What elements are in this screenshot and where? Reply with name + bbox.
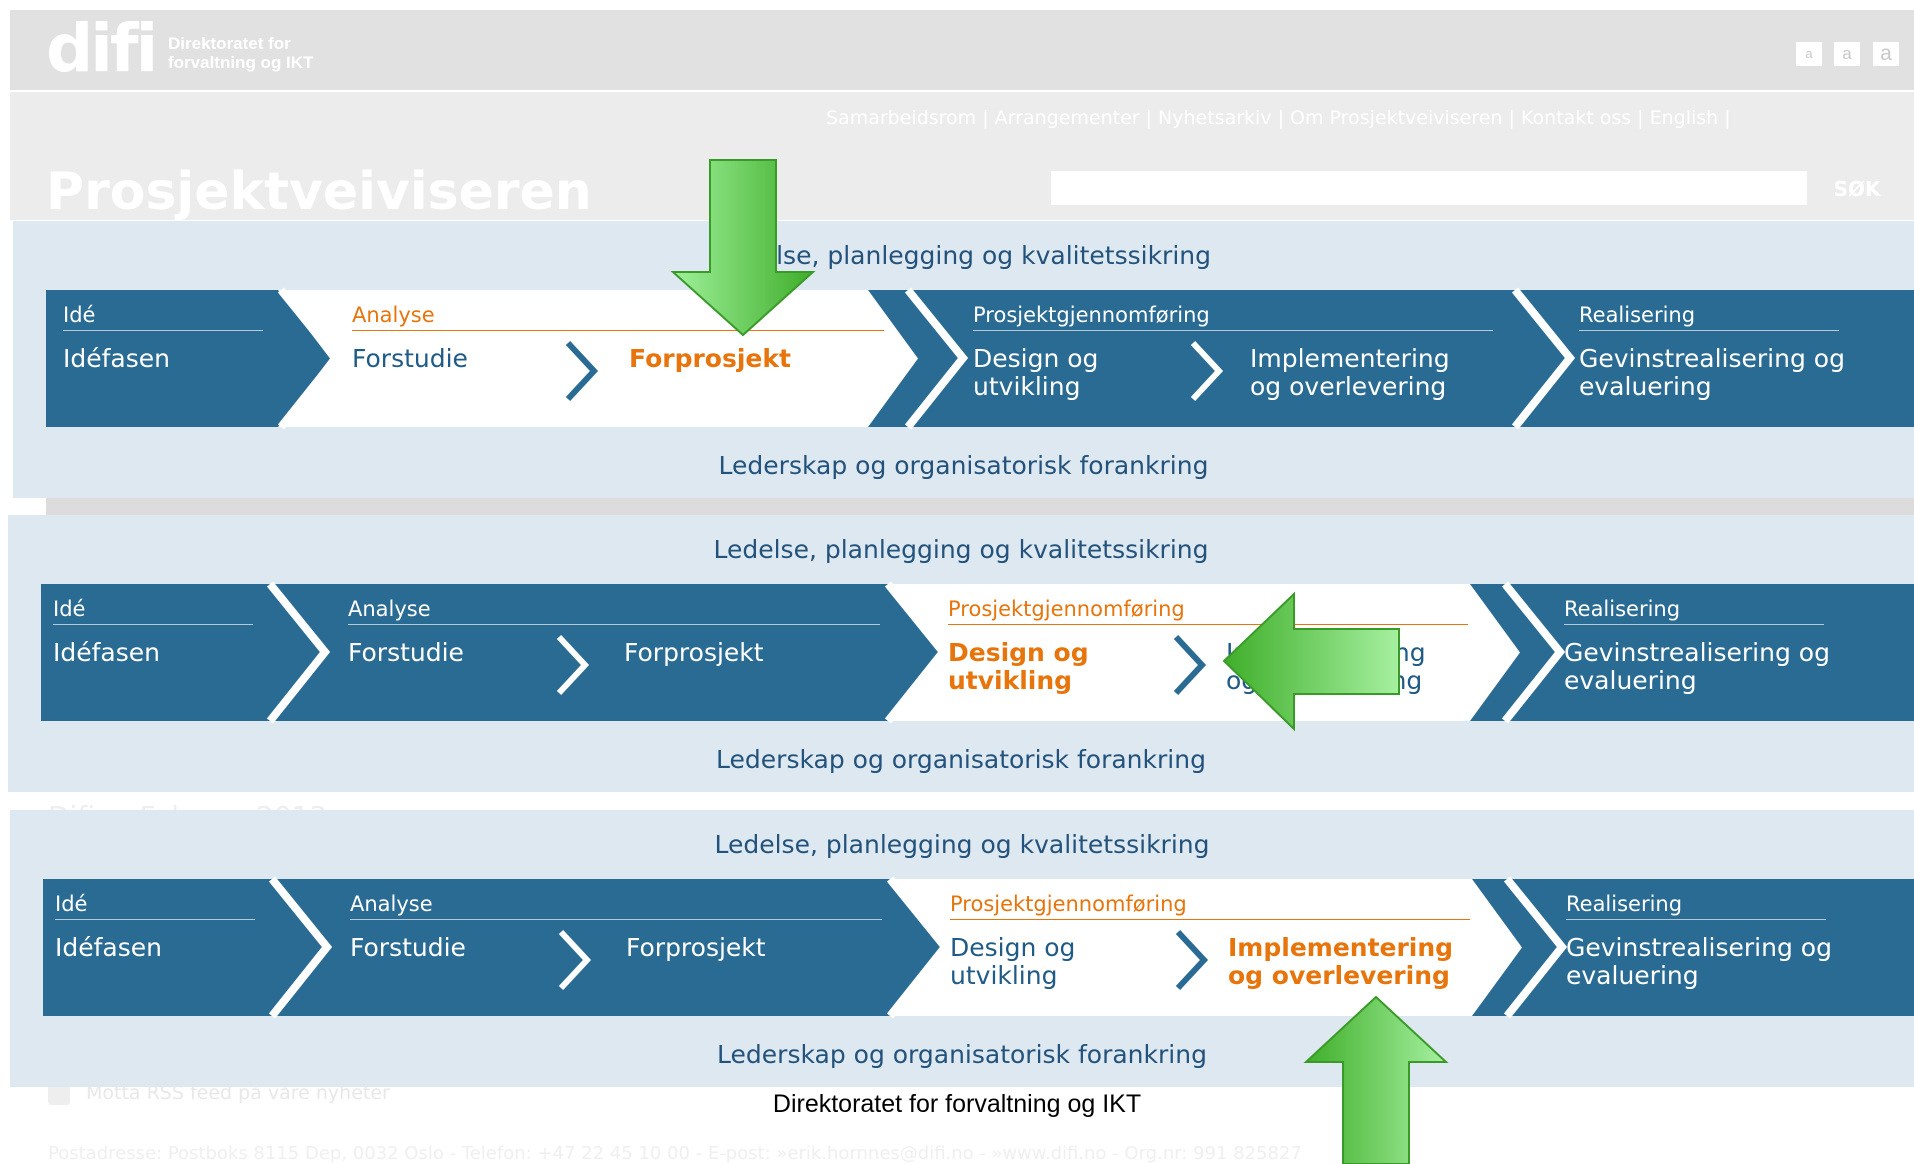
phase-title-analyse[interactable]: Analyse: [350, 892, 433, 916]
phase-rule: [950, 919, 1470, 920]
phase-rule: [348, 624, 880, 625]
step-forprosjekt[interactable]: Forprosjekt: [629, 344, 791, 373]
chevron-right-icon: [1190, 340, 1224, 402]
step-forstudie[interactable]: Forstudie: [348, 638, 464, 667]
site-title: Prosjektveiviseren: [46, 162, 592, 222]
green-arrow-left-icon: [1222, 591, 1400, 732]
step-implementering-og-overlevering[interactable]: Implementering og overlevering: [1250, 344, 1450, 401]
difi-logo[interactable]: difi: [46, 10, 158, 87]
rss-link[interactable]: Motta RSS feed på våre nyheter: [86, 1082, 390, 1104]
search-button[interactable]: SØK: [1812, 170, 1902, 208]
footer-organization: Direktoratet for forvaltning og IKT: [772, 1090, 1142, 1118]
phase-rule: [1566, 919, 1826, 920]
font-size-medium-button[interactable]: a: [1834, 42, 1860, 66]
chevron-right-icon: [1175, 929, 1209, 991]
chevron-right-icon: [277, 287, 342, 430]
chevron-right-icon: [565, 340, 599, 402]
phase-diagram: Ledelse, planlegging og kvalitetssikring…: [13, 221, 1914, 498]
phase-title-prosjektgjennomforing[interactable]: Prosjektgjennomføring: [973, 303, 1210, 327]
top-caption: Ledelse, planlegging og kvalitetssikring: [713, 535, 1209, 564]
phase-rule: [63, 330, 263, 331]
chevron-right-icon: [904, 287, 969, 430]
phase-title-realisering[interactable]: Realisering: [1579, 303, 1696, 327]
logo-subtitle-line2: forvaltning og IKT: [168, 53, 314, 72]
rss-icon[interactable]: [48, 1083, 70, 1105]
step-design-og-utvikling[interactable]: Design og utvikling: [948, 638, 1089, 695]
phase-rule: [948, 624, 1468, 625]
chevron-right-icon: [266, 581, 331, 724]
step-gevinstrealisering[interactable]: Gevinstrealisering og evaluering: [1564, 638, 1830, 695]
phase-rule: [352, 330, 884, 331]
phase-title-prosjektgjennomforing[interactable]: Prosjektgjennomføring: [950, 892, 1187, 916]
phase-title-ide[interactable]: Idé: [55, 892, 88, 916]
step-design-og-utvikling[interactable]: Design og utvikling: [973, 344, 1099, 401]
chevron-right-icon: [1503, 876, 1568, 1019]
chevron-right-icon: [1501, 581, 1566, 724]
step-idefasen[interactable]: Idéfasen: [53, 638, 160, 667]
search-input[interactable]: [1051, 171, 1807, 205]
active-phase-highlight: [278, 290, 918, 427]
font-size-small-button[interactable]: a: [1796, 42, 1822, 66]
top-caption: Ledelse, planlegging og kvalitetssikring: [714, 830, 1210, 859]
phase-rule: [1579, 330, 1839, 331]
phase-title-prosjektgjennomforing[interactable]: Prosjektgjennomføring: [948, 597, 1185, 621]
step-idefasen[interactable]: Idéfasen: [55, 933, 162, 962]
site-header: [10, 10, 1914, 90]
phase-diagram: Ledelse, planlegging og kvalitetssikring…: [10, 810, 1914, 1087]
step-gevinstrealisering[interactable]: Gevinstrealisering og evaluering: [1579, 344, 1845, 401]
bottom-caption: Lederskap og organisatorisk forankring: [716, 745, 1206, 774]
phase-title-realisering[interactable]: Realisering: [1564, 597, 1681, 621]
phase-rule: [1564, 624, 1824, 625]
logo-subtitle: Direktoratet for forvaltning og IKT: [168, 34, 313, 72]
bottom-caption: Lederskap og organisatorisk forankring: [717, 1040, 1207, 1069]
green-arrow-down-icon: [670, 159, 816, 337]
chevron-right-icon: [886, 876, 951, 1019]
top-caption: Ledelse, planlegging og kvalitetssikring: [715, 241, 1211, 270]
font-size-large-button[interactable]: a: [1873, 42, 1899, 66]
chevron-right-icon: [558, 929, 592, 991]
phase-title-ide[interactable]: Idé: [53, 597, 86, 621]
green-arrow-up-icon: [1303, 995, 1449, 1164]
phase-rule: [55, 919, 255, 920]
step-forstudie[interactable]: Forstudie: [352, 344, 468, 373]
phase-title-analyse[interactable]: Analyse: [352, 303, 435, 327]
bottom-caption: Lederskap og organisatorisk forankring: [718, 451, 1209, 480]
phase-rule: [53, 624, 253, 625]
chevron-right-icon: [1173, 634, 1207, 696]
phase-title-ide[interactable]: Idé: [63, 303, 96, 327]
logo-subtitle-line1: Direktoratet for: [168, 34, 291, 53]
footer-address: Postadresse: Postboks 8115 Dep, 0032 Osl…: [48, 1143, 1302, 1164]
phase-title-analyse[interactable]: Analyse: [348, 597, 431, 621]
step-idefasen[interactable]: Idéfasen: [63, 344, 170, 373]
step-forstudie[interactable]: Forstudie: [350, 933, 466, 962]
phase-rule: [973, 330, 1493, 331]
photo-strip: [46, 498, 1914, 516]
step-forprosjekt[interactable]: Forprosjekt: [624, 638, 764, 667]
top-navigation[interactable]: Samarbeidsrom | Arrangementer | Nyhetsar…: [826, 107, 1731, 129]
chevron-right-icon: [556, 634, 590, 696]
step-gevinstrealisering[interactable]: Gevinstrealisering og evaluering: [1566, 933, 1832, 990]
phase-rule: [350, 919, 882, 920]
step-design-og-utvikling[interactable]: Design og utvikling: [950, 933, 1076, 990]
chevron-right-icon: [1511, 287, 1576, 430]
phase-diagram: Ledelse, planlegging og kvalitetssikring…: [8, 515, 1914, 792]
chevron-right-icon: [268, 876, 333, 1019]
active-phase-highlight: [888, 584, 1520, 721]
phase-title-realisering[interactable]: Realisering: [1566, 892, 1683, 916]
active-phase-highlight: [890, 879, 1522, 1016]
step-forprosjekt[interactable]: Forprosjekt: [626, 933, 766, 962]
step-implementering-og-overlevering[interactable]: Implementering og overlevering: [1228, 933, 1454, 990]
chevron-right-icon: [884, 581, 949, 724]
